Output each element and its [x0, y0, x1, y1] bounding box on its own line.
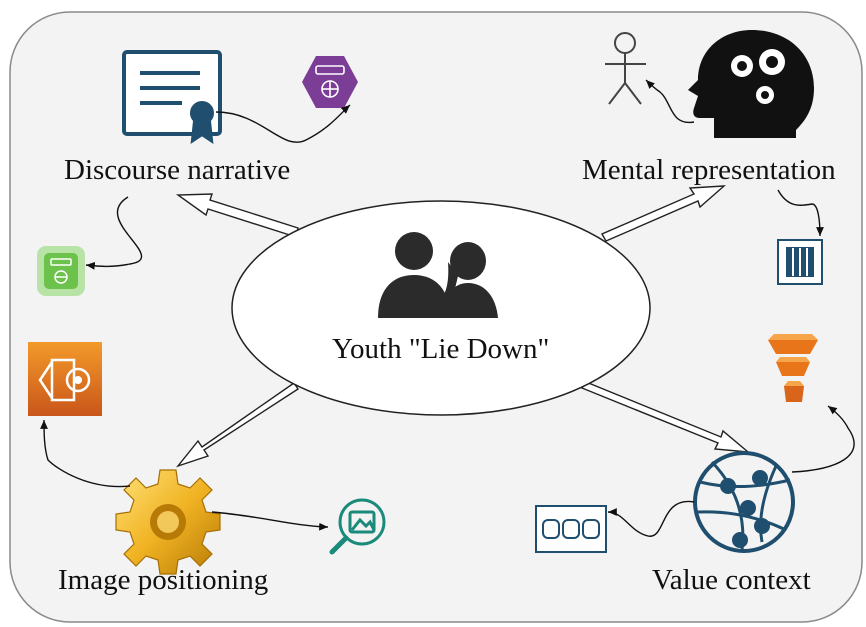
connector-head-figure — [645, 79, 695, 124]
head-gears-icon — [688, 30, 814, 138]
label-value-context: Value context — [652, 564, 811, 596]
arrow-to-image — [175, 382, 299, 468]
stacked-funnel-icon — [768, 334, 818, 402]
connectors — [40, 79, 855, 537]
label-image-positioning: Image positioning — [58, 564, 269, 596]
image-search-icon — [329, 498, 386, 555]
label-mental-representation: Mental representation — [582, 154, 836, 186]
connector-globe-funnel — [791, 405, 855, 473]
stick-figure-icon — [605, 32, 646, 105]
certificate-icon — [122, 50, 222, 145]
label-discourse-narrative: Discourse narrative — [64, 154, 291, 186]
connector-gear-search — [211, 511, 329, 531]
purple-hexagon-icon — [302, 56, 358, 108]
connector-gear-settings — [40, 419, 131, 488]
connector-discourse-gateway — [85, 196, 143, 270]
connector-certificate-hexagon — [215, 104, 351, 143]
connector-globe-database — [607, 500, 695, 537]
golden-gear-icon — [115, 469, 221, 575]
green-gateway-icon — [37, 246, 85, 296]
arrow-to-value — [580, 381, 751, 453]
arrow-to-discourse — [175, 193, 299, 238]
two-people-icon — [378, 232, 498, 318]
network-globe-icon — [693, 451, 795, 553]
database-blocks-icon — [535, 505, 607, 553]
arrow-to-mental — [601, 185, 726, 242]
label-center-topic: Youth "Lie Down" — [332, 333, 550, 365]
connector-mental-storage — [777, 189, 824, 237]
orange-settings-icon — [28, 342, 102, 416]
storage-columns-icon — [777, 239, 823, 285]
